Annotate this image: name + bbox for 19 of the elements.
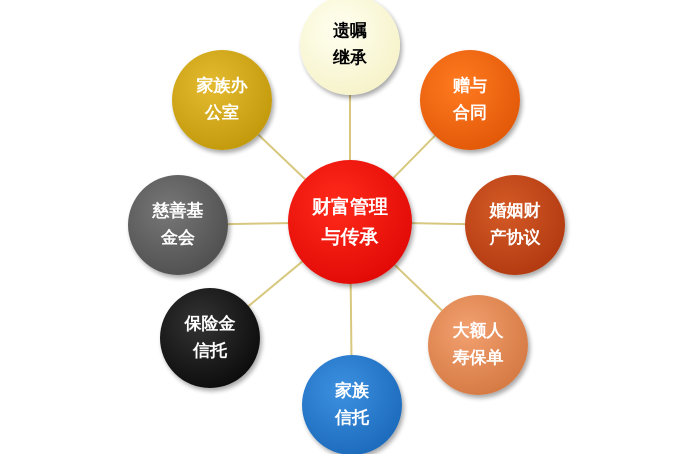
circle-label: 财富管理与传承 <box>311 194 389 250</box>
circle-label: 遗嘱继承 <box>332 20 368 70</box>
circle-label: 慈善基金会 <box>152 200 204 250</box>
circle-label: 大额人寿保单 <box>452 320 504 370</box>
connector-line <box>349 95 351 160</box>
circle-label: 赠与合同 <box>452 74 488 125</box>
connector-line <box>392 134 436 178</box>
center-circle <box>288 160 412 284</box>
circle-label: 家族办公室 <box>196 74 248 125</box>
connector-line <box>248 260 303 307</box>
connector-line <box>412 222 466 226</box>
circle-label: 保险金信托 <box>184 312 236 363</box>
connector-line <box>350 284 352 356</box>
connector-line <box>394 264 443 312</box>
circle-label: 婚姻财产协议 <box>488 200 542 250</box>
circle-label: 家族信托 <box>334 380 370 430</box>
connector-line <box>228 222 288 226</box>
topic-circle <box>300 0 400 95</box>
connector-line <box>258 134 306 180</box>
